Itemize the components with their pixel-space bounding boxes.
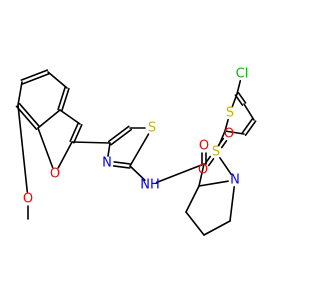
- bond-nz-tz2-b: [113, 161, 132, 165]
- bond-nam-tz2: [129, 165, 146, 181]
- bond-cp2-cp3: [185, 185, 200, 213]
- chlorine-atom-label: Cl: [236, 67, 249, 82]
- bond-tz2-sz: [129, 133, 150, 167]
- bond-nz-tz2-a: [112, 165, 131, 169]
- thiazole-nitrogen-label: N: [102, 156, 112, 171]
- bond-c3t-c2t-b: [244, 120, 257, 136]
- bond-layer: [15, 69, 257, 236]
- bond-tz5-tz4-b: [110, 128, 132, 146]
- sulfonyl-sulfur-label: S: [212, 145, 220, 160]
- amide-nh-label: NH: [140, 178, 160, 193]
- thiazole-sulfur-label: S: [148, 121, 156, 136]
- furan-oxygen-label: O: [50, 167, 60, 182]
- bond-tz4-nz: [107, 142, 111, 157]
- bond-cp2-cc: [198, 163, 205, 187]
- carbonyl-oxygen-label: O: [199, 139, 209, 154]
- atom-label-layer: Cl S S O O N O NH S N O O: [23, 67, 248, 207]
- bond-ss-os2-b: [207, 158, 215, 167]
- bond-ss-os1-a: [220, 140, 228, 149]
- sulfonyl-oxygen-bottom-label: O: [198, 163, 208, 178]
- bond-cp5-np: [229, 186, 235, 222]
- bond-cp3-cp4: [185, 211, 205, 236]
- bond-tz4-bf2: [71, 141, 111, 144]
- bond-bf3a-bf4-b: [57, 86, 66, 111]
- bond-bf5-bf6-a: [20, 69, 49, 81]
- molecule-structure: Cl S S O O N O NH S N O O: [15, 67, 257, 236]
- bond-ss-os1-b: [217, 137, 225, 146]
- bond-c2t-c1t: [224, 130, 245, 135]
- bond-c5t-c4t-b: [237, 92, 247, 104]
- bond-cl-c5t: [236, 80, 242, 95]
- pyrrolidine-nitrogen-label: N: [230, 173, 240, 188]
- bond-bf7a-of: [37, 127, 54, 169]
- bond-bf6-bf7: [17, 81, 23, 106]
- bond-bf7a-bf3a: [37, 109, 61, 129]
- bond-bf2-bf3-a: [73, 124, 83, 144]
- bond-bf3-bf3a: [59, 109, 81, 125]
- bond-bf7-om: [17, 104, 29, 193]
- bond-np-cp2: [198, 180, 229, 187]
- bond-tz5-tz4-a: [108, 125, 130, 143]
- bond-bf4-bf5: [47, 71, 68, 89]
- bond-ss-np: [219, 157, 232, 175]
- bond-bf3a-bf4-a: [61, 87, 70, 112]
- bond-c4t-c3t: [243, 103, 255, 121]
- bond-cp4-cp5: [203, 220, 231, 236]
- bond-bf2-bf3-b: [69, 122, 79, 142]
- sulfonyl-oxygen-top-label: O: [224, 127, 234, 142]
- bond-bf5-bf6-b: [21, 73, 50, 85]
- bond-cc-nam: [155, 163, 205, 184]
- bond-bf7-bf7a-b: [18, 102, 41, 128]
- bond-c3t-c2t-a: [241, 118, 254, 134]
- methoxy-oxygen-label: O: [23, 192, 33, 207]
- thiophene-sulfur-label: S: [226, 106, 234, 121]
- bond-c1t-st: [224, 118, 229, 132]
- bond-of-bf2: [57, 141, 73, 169]
- bond-bf7-bf7a-a: [15, 105, 38, 131]
- bond-c5t-c4t-a: [234, 94, 244, 106]
